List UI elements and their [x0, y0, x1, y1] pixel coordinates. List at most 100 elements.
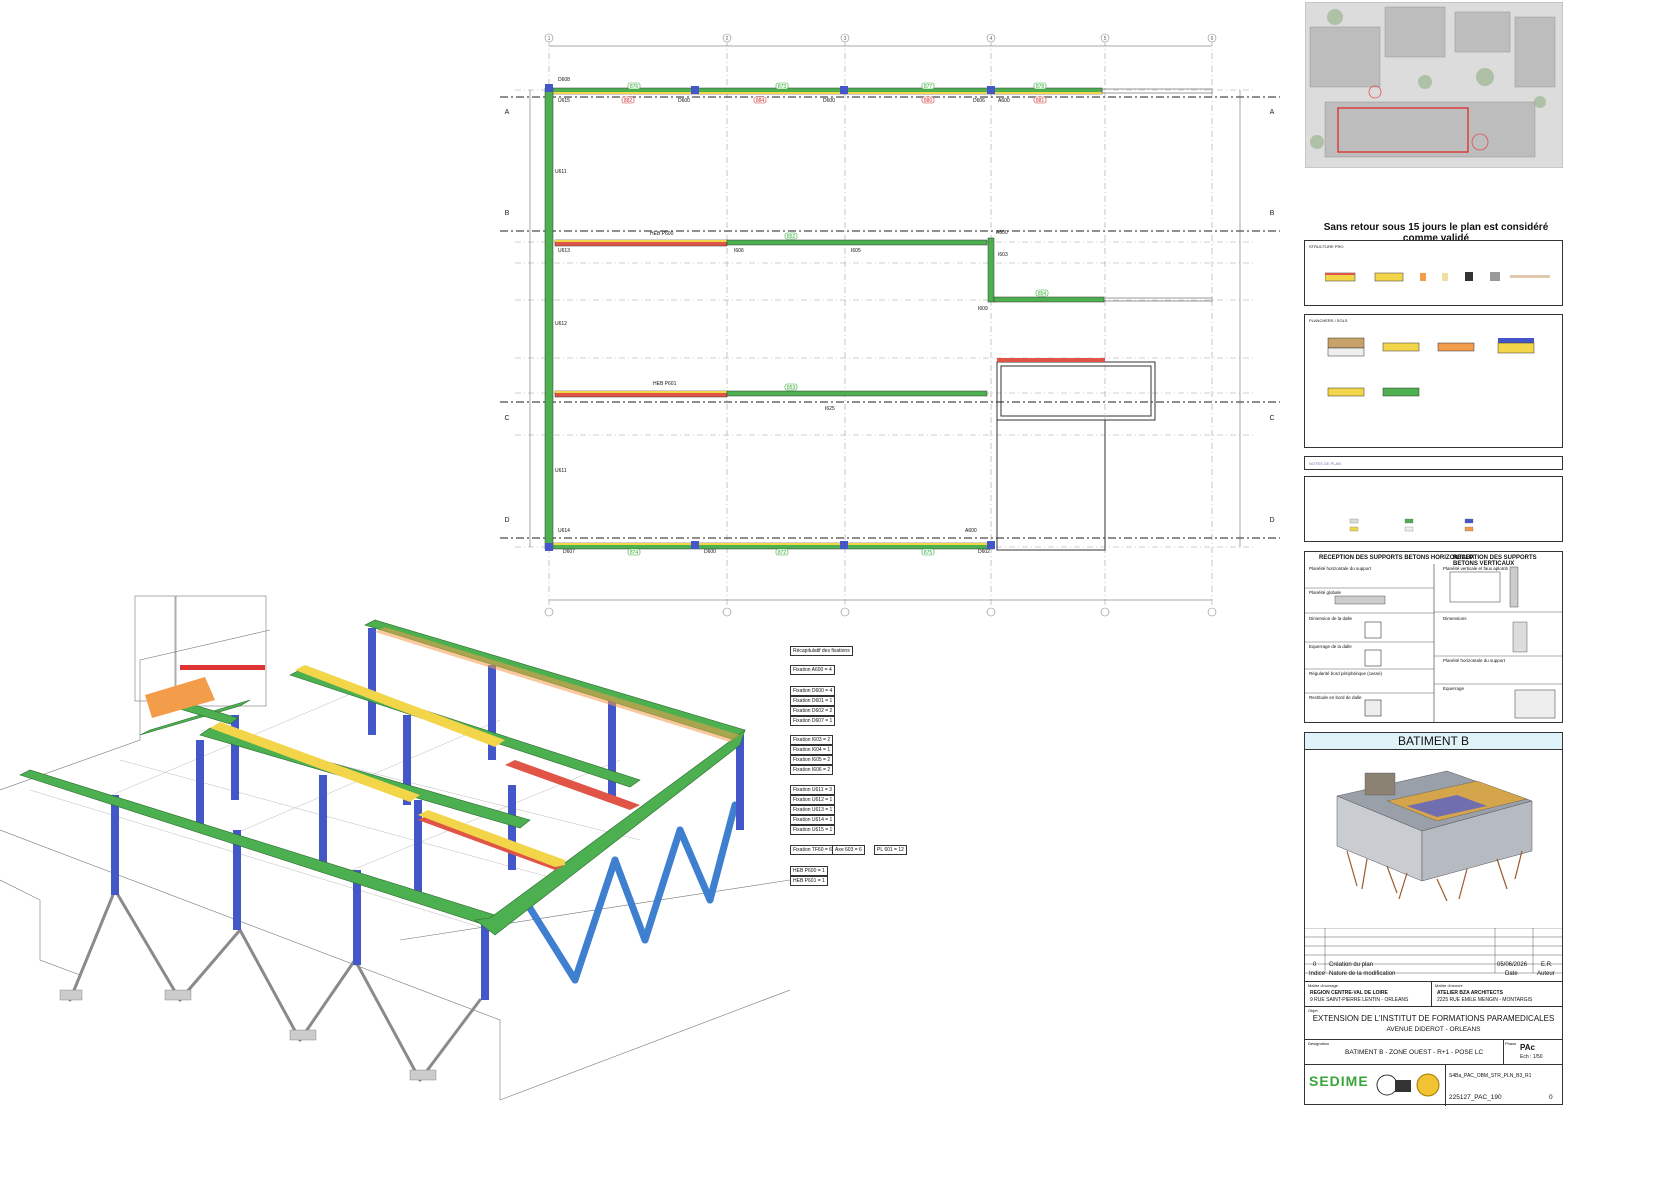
tag-853: 853: [787, 385, 796, 391]
plan-columns: [545, 84, 995, 551]
drawing-file: S4Ba_PAC_OBM_STR_PLN_B3_R1: [1449, 1073, 1532, 1079]
scale-value: Ech : 1/50: [1520, 1054, 1543, 1060]
tag-876: 876: [630, 84, 639, 90]
building-title: BATIMENT B: [1305, 733, 1562, 750]
object-label: Objet: [1308, 1008, 1318, 1013]
general-notes-panel: [1304, 476, 1563, 542]
reception-h-title: RECEPTION DES SUPPORTS BETONS HORIZONTAU…: [1319, 555, 1475, 561]
legend-floor-panel: PLANCHERS / SOLS: [1304, 314, 1563, 448]
reception-diagrams: [1305, 564, 1562, 722]
label-heb-p601: HEB P601: [653, 381, 677, 387]
reception-v-row-1: Planéité verticale et faux aplomb: [1443, 566, 1509, 571]
legend-structure-panel: STRUCTURE PRO: [1304, 240, 1563, 306]
reception-row-5: Régularité bord périphérique (casse): [1309, 671, 1383, 676]
axis-c-right: C: [1269, 415, 1274, 422]
structural-plan: 1 2 3 4 5 6 A B C D A B C D: [500, 33, 1280, 617]
company-row: SEDIME S4Ba_PAC_OBM_STR_PLN_B3_R1 225127…: [1305, 1064, 1562, 1106]
schedule-pl601: PL 601 = 12: [874, 845, 907, 855]
schedule-i604: Fixation I604 = 1: [790, 745, 834, 755]
label-d600-b: D600: [823, 98, 835, 104]
schedule-a600: Fixation A600 = 4: [790, 665, 835, 675]
grid-col-2-label: 2: [726, 36, 729, 42]
label-d607: D607: [563, 549, 575, 555]
grid-col-3-label: 3: [844, 36, 847, 42]
location-highlight: [1337, 107, 1469, 153]
label-i603: I603: [998, 252, 1008, 258]
title-block: BATIMENT B 0 Création du plan 05/06/2026…: [1304, 732, 1563, 1106]
schedule-u613: Fixation U613 = 1: [790, 805, 836, 815]
schedule-i606: Fixation I606 = 2: [790, 765, 834, 775]
client-name: REGION CENTRE-VAL DE LOIRE: [1310, 990, 1388, 996]
reception-row-6: Rectitude en bord de dalle: [1309, 695, 1362, 700]
rev-description: Création du plan: [1329, 962, 1374, 968]
tag-854: 854: [1038, 291, 1047, 297]
label-d602: D602: [978, 549, 990, 555]
schedule-u615: Fixation U615 = 1: [790, 825, 836, 835]
reception-panel: RECEPTION DES SUPPORTS BETONS HORIZONTAU…: [1304, 551, 1563, 723]
col-index: Indice: [1309, 971, 1326, 977]
schedule-u612: Fixation U612 = 1: [790, 795, 836, 805]
reception-row-2: Planéité globale: [1309, 590, 1342, 595]
tag-880: 880: [924, 98, 933, 104]
tag-884: 884: [756, 98, 765, 104]
tag-877: 877: [924, 84, 933, 90]
certification-logos: [1376, 1073, 1440, 1097]
reception-row-3: Dimension de la dalle: [1309, 616, 1353, 621]
axis-b-right: B: [1270, 210, 1275, 217]
schedule-d602: Fixation D602 = 2: [790, 706, 836, 716]
axis-a-right: A: [1270, 109, 1275, 116]
phase-value: PAc: [1520, 1043, 1535, 1052]
revision-grid: [1305, 928, 1562, 974]
schedule-u611: Fixation U611 = 3: [790, 785, 835, 795]
validation-notice: Sans retour sous 15 jours le plan est co…: [1323, 222, 1549, 244]
legend-structure-title: STRUCTURE PRO: [1309, 244, 1344, 249]
schedule-title: Récapitulatif des fixations: [790, 646, 853, 656]
building-thumbnail: [1336, 770, 1533, 902]
label-d606: D606: [973, 98, 985, 104]
tag-875: 875: [924, 550, 933, 556]
axis-a-left: A: [505, 109, 510, 116]
plan-grid: [515, 40, 1255, 610]
label-i606: I606: [734, 248, 744, 254]
client-row: Maître d'ouvrage REGION CENTRE-VAL DE LO…: [1305, 981, 1562, 1006]
label-u613: U613: [558, 248, 570, 254]
label-a600-c: A600: [965, 528, 977, 534]
reception-row-1: Planéité horizontale du support: [1309, 566, 1372, 571]
label-d608: D608: [558, 77, 570, 83]
axis-d-left: D: [504, 517, 509, 524]
label-heb-p600: HEB P600: [650, 231, 674, 237]
axis-c-left: C: [504, 415, 509, 422]
label-a600-b: A600: [996, 230, 1008, 236]
phase-label: Phase: [1505, 1041, 1517, 1046]
tag-873: 873: [778, 84, 787, 90]
grid-col-1-label: 1: [548, 36, 551, 42]
client-label: Maître d'ouvrage: [1308, 983, 1338, 988]
schedule-d600: Fixation D600 = 4: [790, 686, 836, 696]
notes-title: NOTES DE PLAN: [1309, 461, 1342, 466]
tag-874: 874: [630, 550, 639, 556]
designation-label: Désignation: [1308, 1041, 1330, 1046]
label-u614: U614: [558, 528, 570, 534]
project-address: AVENUE DIDEROT - ORLEANS: [1386, 1026, 1481, 1033]
grid-col-4-label: 4: [990, 36, 993, 42]
legend-floor-swatches: [1327, 337, 1535, 397]
label-u615: U615: [558, 98, 570, 104]
reception-row-4: Equerrage de la dalle: [1309, 644, 1352, 649]
grid-col-6-label: 6: [1211, 36, 1214, 42]
rev-author: E.R.: [1541, 962, 1553, 968]
axis-d-right: D: [1269, 517, 1274, 524]
label-u611-b: U611: [555, 468, 567, 474]
label-i609: I609: [978, 306, 988, 312]
client-address: 9 RUE SAINT-PIERRE LENTIN - ORLEANS: [1310, 997, 1409, 1003]
schedule-d601: Fixation D601 = 1: [790, 696, 836, 706]
tag-872: 872: [778, 550, 787, 556]
architect-label: Maître d'oeuvre: [1435, 983, 1463, 988]
axis-b-left: B: [505, 210, 510, 217]
schedule-tf60: Fixation TF60 = 6: [790, 845, 835, 855]
schedule-axe603: Axe 603 = 6: [832, 845, 865, 855]
reception-v-title: RECEPTION DES SUPPORTS BETONS VERTICAUX: [1453, 555, 1537, 567]
architect-address: 2225 RUE EMILE MENGIN - MONTARGIS: [1437, 997, 1533, 1003]
general-notes-swatches: [1349, 518, 1474, 532]
legend-floor-title: PLANCHERS / SOLS: [1309, 318, 1348, 323]
drawing-number: 225127_PAC_190: [1449, 1094, 1502, 1101]
